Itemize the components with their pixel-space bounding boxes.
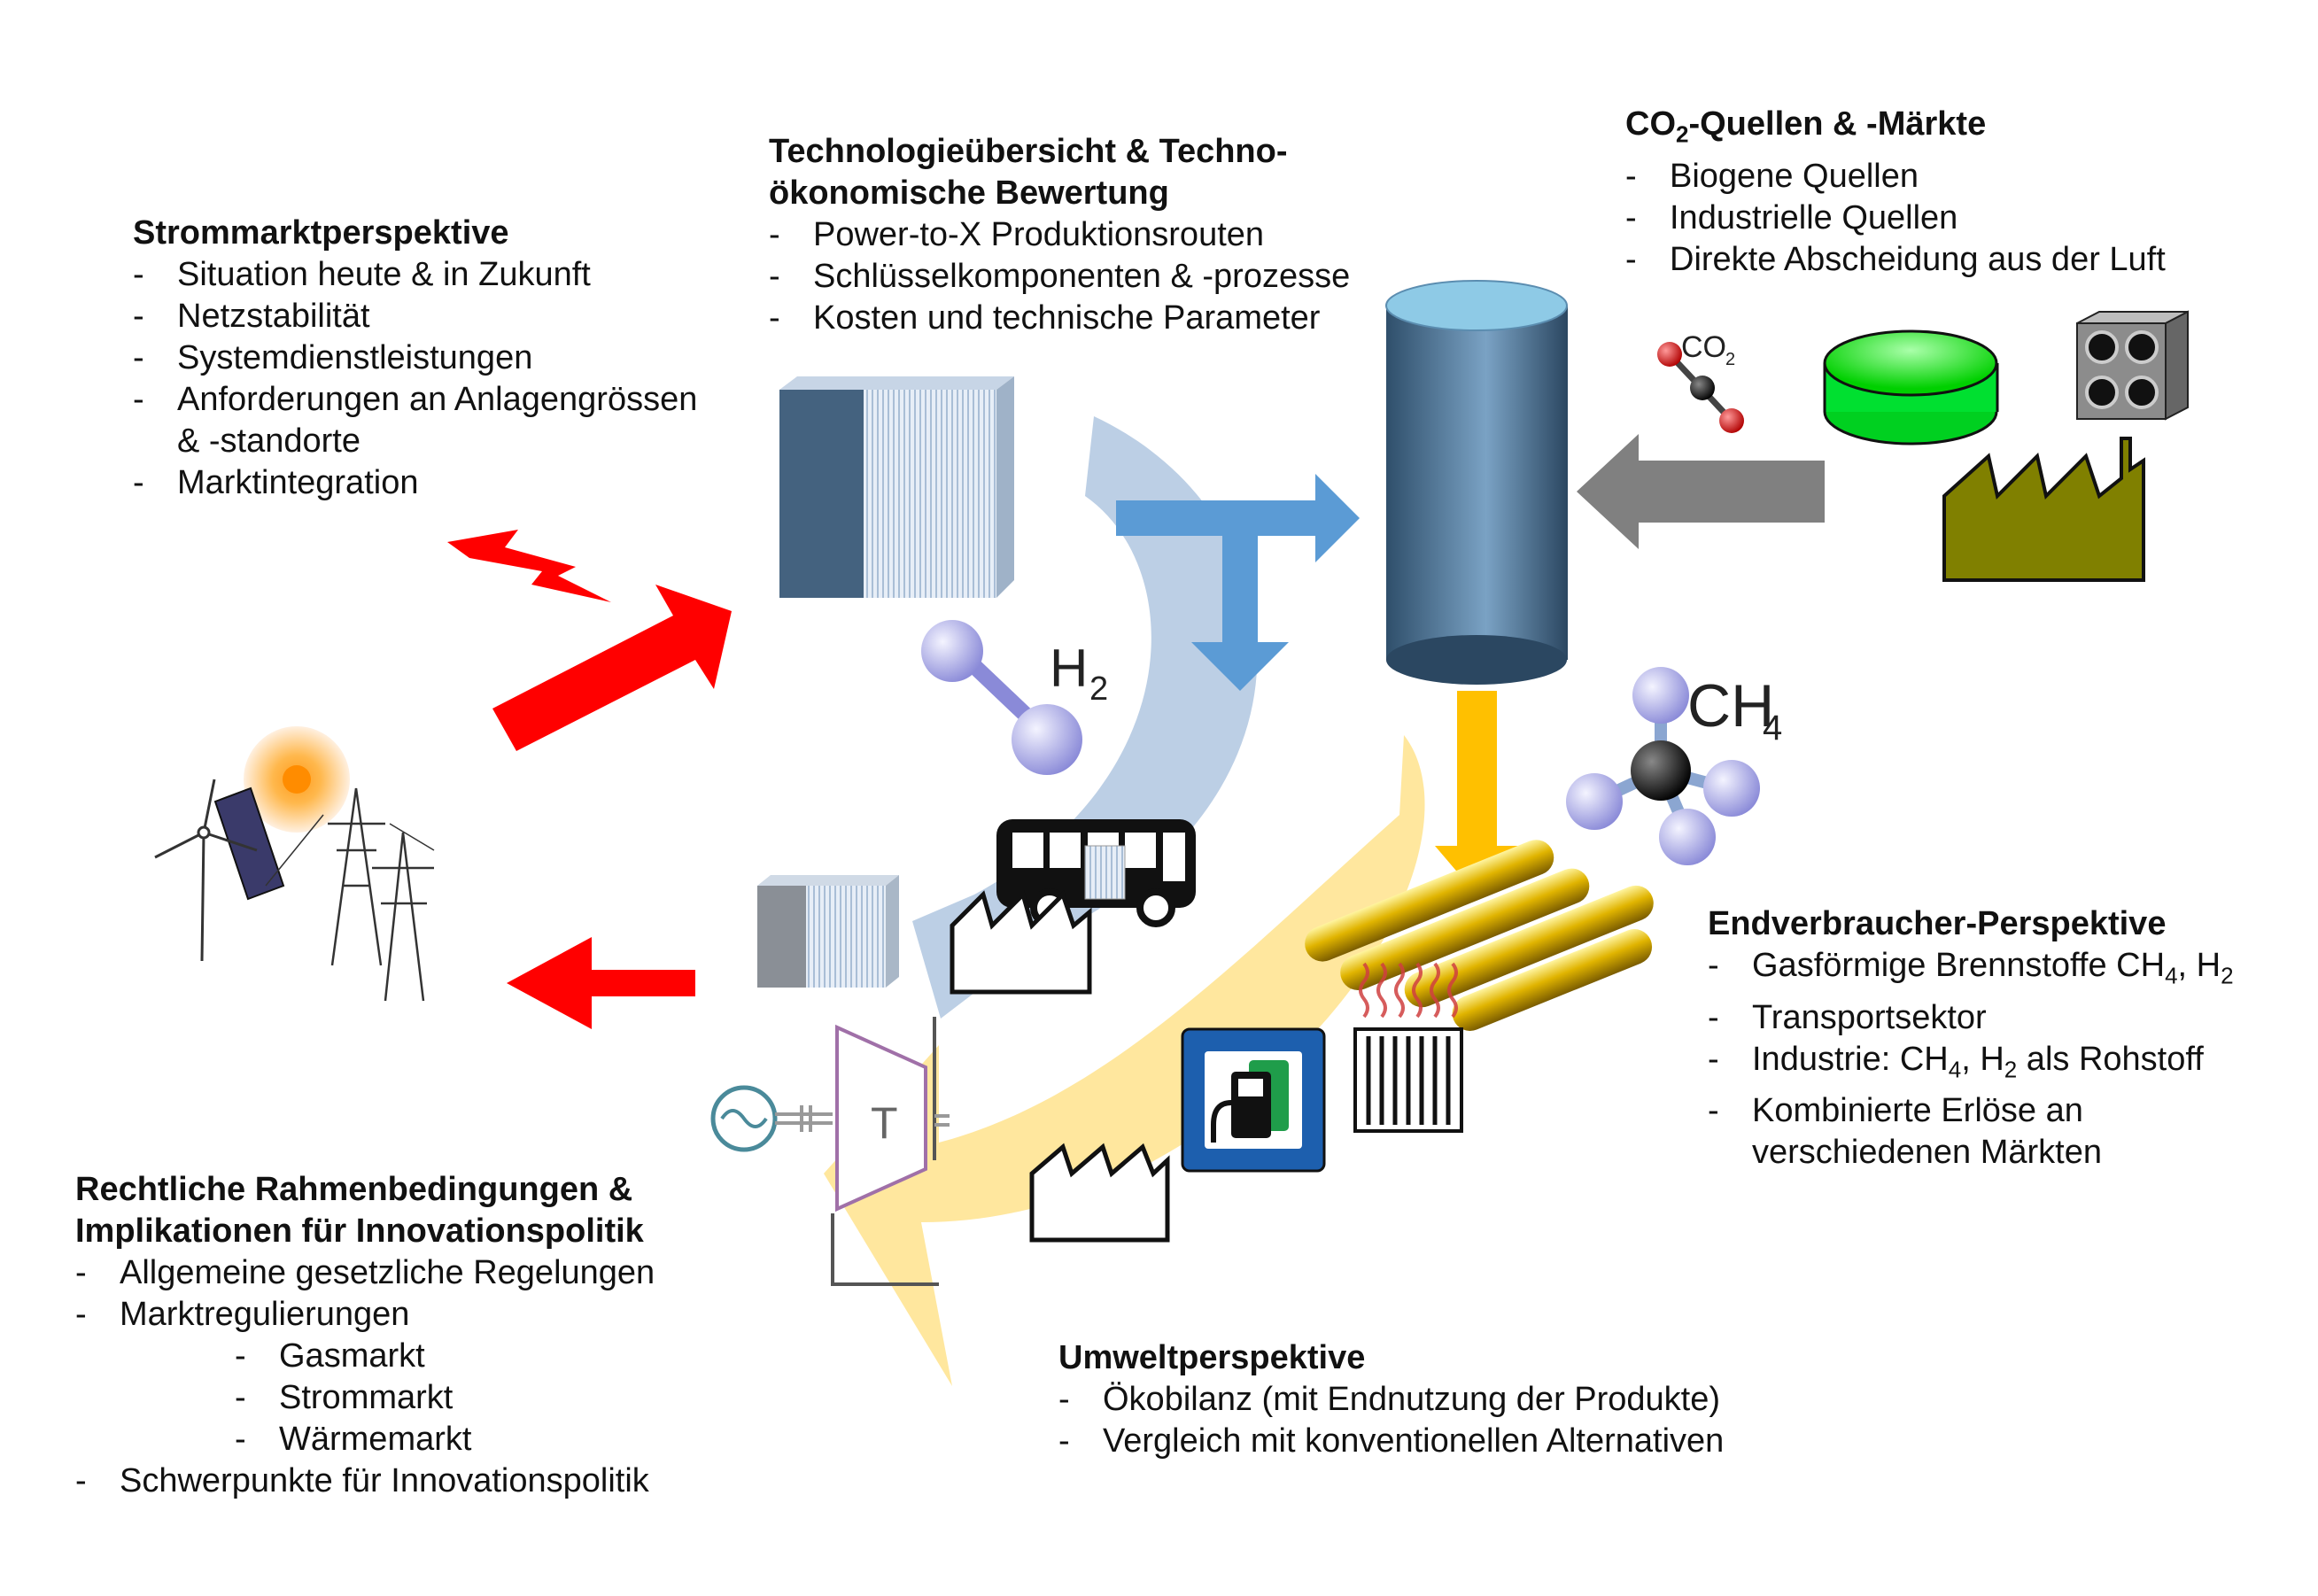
h2-label-sub: 2: [1089, 670, 1108, 708]
strom-item-cont: & -standorte: [177, 422, 360, 460]
technology-heading-line2: ökonomische Bewertung: [769, 174, 1169, 212]
legal-heading-line2: Implikationen für Innovationspolitik: [75, 1212, 644, 1250]
legal-item: Allgemeine gesetzliche Regelungen: [75, 1252, 655, 1294]
turbine-label: T: [871, 1098, 898, 1148]
power-generation-icon: [154, 726, 435, 1002]
end-item-text: , H: [1961, 1040, 2004, 1078]
end-item: Kombinierte Erlöse an verschiedenen Märkt…: [1708, 1090, 2234, 1174]
end-item-text: als Rohstoff: [2017, 1040, 2204, 1078]
strommarkt-heading: Strommarktperspektive: [133, 214, 509, 252]
legal-item: Marktregulierungen: [75, 1294, 655, 1336]
environment-item: Ökobilanz (mit Endnutzung der Produkte): [1058, 1379, 1724, 1421]
legal-subitem: Wärmemarkt: [75, 1419, 655, 1460]
electrolyzer-stack-icon: [779, 376, 1014, 598]
h2-molecule-icon: H 2: [921, 620, 1108, 775]
co2-sources-block: CO2-Quellen & -Märkte Biogene Quellen In…: [1625, 104, 2166, 281]
ch4-label: CH: [1687, 672, 1774, 740]
co2-heading-post: -Quellen & -Märkte: [1688, 105, 1987, 143]
co2-heading: CO2-Quellen & -Märkte: [1625, 104, 2166, 156]
air-capture-unit-icon: [2076, 310, 2189, 421]
lightning-icon: [447, 530, 611, 602]
legal-subitem: Gasmarkt: [75, 1336, 655, 1377]
end-item-sub: 4: [2165, 962, 2178, 989]
strom-item-text: Anforderungen an Anlagengrössen: [177, 381, 698, 418]
end-item-text: Gasförmige Brennstoffe CH: [1752, 947, 2166, 984]
circular-arrow-yellow: [824, 735, 1425, 1386]
end-user-block: Endverbraucher-Perspektive Gasförmige Br…: [1708, 903, 2234, 1174]
end-user-heading: Endverbraucher-Perspektive: [1708, 905, 2167, 942]
environment-item: Vergleich mit konventionellen Alternativ…: [1058, 1421, 1724, 1462]
environment-block: Umweltperspektive Ökobilanz (mit Endnutz…: [1058, 1337, 1724, 1462]
power-pylon-icon: [265, 787, 435, 1002]
legal-subitem: Strommarkt: [75, 1377, 655, 1419]
gas-pipeline-icon: [1305, 840, 1654, 1031]
biogas-tank-icon: [1823, 329, 1999, 445]
gray-arrow-co2-input: [1577, 434, 1825, 549]
wind-turbine-icon: [154, 779, 258, 962]
strom-item: Netzstabilität: [133, 296, 697, 337]
red-arrow-to-electrolyzer: [492, 585, 732, 751]
tech-item: Kosten und technische Parameter: [769, 298, 1350, 339]
end-item: Transportsektor: [1708, 997, 2234, 1039]
tech-item: Power-to-X Produktionsrouten: [769, 214, 1350, 256]
strom-item: Systemdienstleistungen: [133, 337, 697, 379]
end-item-text: , H: [2177, 947, 2221, 984]
ch4-label-sub: 4: [1763, 709, 1782, 748]
end-item: Gasförmige Brennstoffe CH4, H2: [1708, 945, 2234, 997]
factory-icon: [950, 890, 1092, 995]
strom-item: Situation heute & in Zukunft: [133, 254, 697, 296]
strom-item: Marktintegration: [133, 462, 697, 504]
end-item-text: Industrie: CH: [1752, 1040, 1949, 1078]
end-item-text: Kombinierte Erlöse an: [1752, 1092, 2083, 1130]
co2-molecule-icon: CO 2: [1657, 330, 1744, 433]
blue-arrow-to-methanation: [1116, 474, 1360, 691]
co2-heading-pre: CO: [1625, 105, 1676, 143]
co2-item: Industrielle Quellen: [1625, 198, 2166, 239]
methanation-reactor-icon: [1385, 280, 1568, 685]
red-arrow-to-grid: [507, 937, 695, 1029]
end-item-sub: 4: [1948, 1056, 1962, 1083]
end-item-sub: 2: [2221, 962, 2234, 989]
end-item: Industrie: CH4, H2 als Rohstoff: [1708, 1039, 2234, 1091]
technology-block: Technologieübersicht & Techno- ökonomisc…: [769, 131, 1350, 339]
orange-arrow-down: [1435, 691, 1519, 895]
end-item-cont: verschiedenen Märkten: [1752, 1134, 2102, 1172]
solar-panel-icon: [213, 786, 285, 901]
environment-heading: Umweltperspektive: [1058, 1339, 1366, 1376]
industrial-plant-icon: [1942, 437, 2145, 582]
circular-arrow-blue: [912, 416, 1258, 1019]
strom-item: Anforderungen an Anlagengrössen & -stando…: [133, 379, 697, 462]
heating-radiator-icon: [1353, 962, 1463, 1133]
small-electrolyzer-icon: [757, 875, 899, 988]
strommarkt-block: Strommarktperspektive Situation heute & …: [133, 213, 697, 504]
co2-label-sub: 2: [1725, 350, 1735, 369]
co2-heading-sub: 2: [1676, 120, 1689, 148]
legal-heading-line1: Rechtliche Rahmenbedingungen &: [75, 1171, 633, 1208]
bus-icon: [996, 819, 1196, 927]
end-item-sub: 2: [2004, 1056, 2018, 1083]
co2-item: Biogene Quellen: [1625, 156, 2166, 198]
co2-label: CO: [1681, 330, 1726, 364]
co2-item: Direkte Abscheidung aus der Luft: [1625, 239, 2166, 281]
legal-item: Schwerpunkte für Innovationspolitik: [75, 1460, 655, 1502]
factory-icon-bottom: [1029, 1143, 1170, 1243]
fuel-station-sign-icon: [1181, 1027, 1326, 1173]
h2-label: H: [1050, 639, 1088, 698]
gas-turbine-icon: T: [710, 1017, 950, 1286]
ch4-molecule-icon: CH 4: [1566, 667, 1782, 865]
legal-block: Rechtliche Rahmenbedingungen & Implikati…: [75, 1169, 655, 1502]
tech-item: Schlüsselkomponenten & -prozesse: [769, 256, 1350, 298]
technology-heading-line1: Technologieübersicht & Techno-: [769, 133, 1288, 170]
